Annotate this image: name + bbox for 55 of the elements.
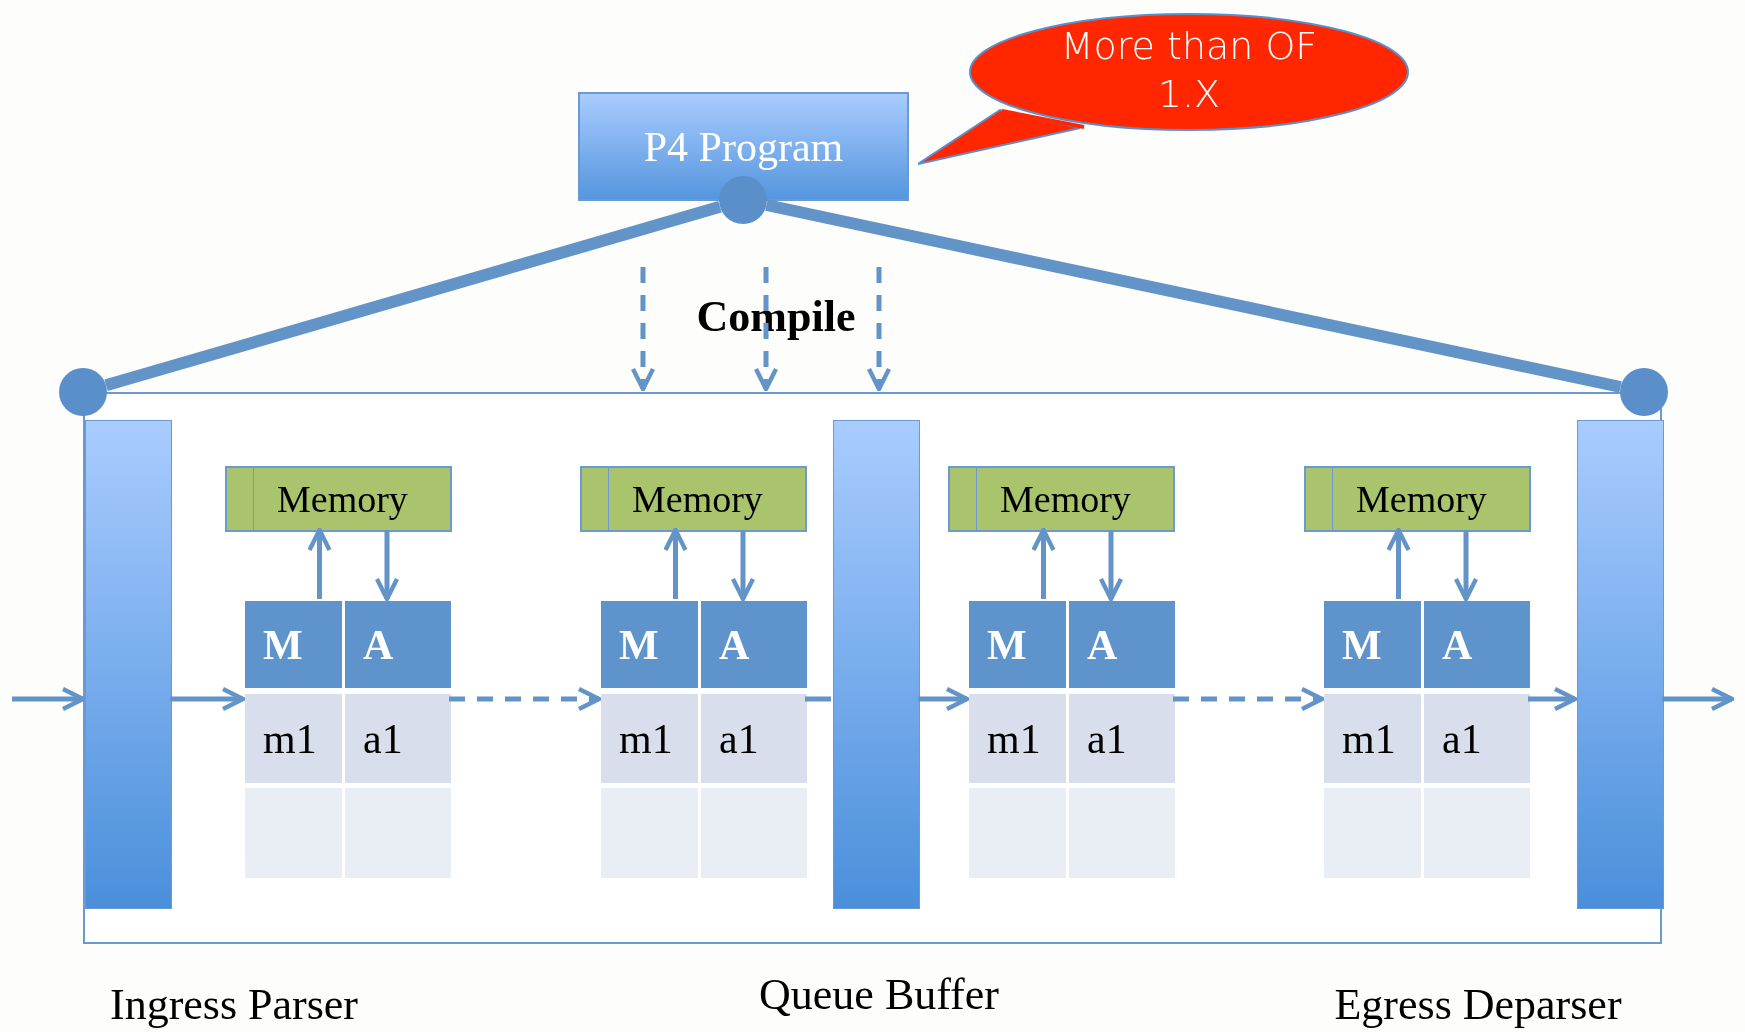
junction-dot [59,368,107,416]
arrow [1031,527,1056,599]
connector-line [104,200,722,392]
dashed-arrow [753,267,779,392]
memory-box: Memory [948,466,1175,532]
match-action-table [245,601,451,878]
table-header-cell: M [1324,601,1421,688]
pipeline-bar [1577,420,1664,909]
pipeline-bar [85,420,172,909]
bar-label: Queue Buffer [759,968,999,1020]
table-cell: m1 [1324,694,1421,783]
arrow [307,527,332,599]
arrow [1453,530,1479,602]
program-box: P4 Program [578,92,909,201]
arrow [1662,686,1735,712]
arrow [1098,530,1124,602]
table-cell: a1 [1069,694,1175,783]
pipeline-frame [83,392,1662,944]
pipeline-bar [833,420,920,909]
dashed-arrow [866,267,892,392]
dashed-arrow [449,686,602,712]
arrow [170,686,246,712]
bar-label: Egress Deparser [1334,978,1622,1030]
match-action-table [1324,601,1530,878]
table-cell: m1 [245,694,342,783]
table-header-cell: M [601,601,698,688]
arrow [918,686,970,712]
arrow [730,530,756,602]
arrow [12,686,86,712]
table-cell: m1 [969,694,1066,783]
table-header-cell: M [969,601,1066,688]
arrow [374,530,400,602]
connector-line [805,696,831,702]
table-header-cell: A [1069,601,1175,688]
table-header-cell: A [1424,601,1530,688]
arrow [1528,686,1578,712]
table-cell: a1 [1424,694,1530,783]
memory-box: Memory [1304,466,1531,532]
match-action-table [969,601,1175,878]
bar-label: Ingress Parser [110,978,358,1030]
table-header-cell: M [245,601,342,688]
arrow [663,527,688,599]
annotation-label: Compile [696,290,856,342]
memory-box: Memory [225,466,452,532]
table-cell: a1 [345,694,451,783]
junction-dot [1620,368,1668,416]
table-cell: a1 [701,694,807,783]
dashed-arrow [630,267,656,392]
table-cell: m1 [601,694,698,783]
dashed-arrow [1173,686,1325,712]
arrow [1386,527,1411,599]
table-header-cell: A [701,601,807,688]
match-action-table [601,601,807,878]
memory-box: Memory [580,466,807,532]
table-header-cell: A [345,601,451,688]
